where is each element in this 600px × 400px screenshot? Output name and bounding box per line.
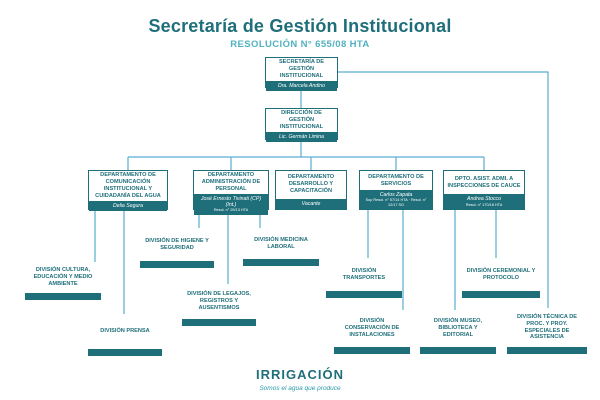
division-prensa: DIVISIÓN PRENSA [88,314,162,356]
division-name: DIVISIÓN TRANSPORTES [342,267,386,281]
division-name: DIVISIÓN DE HIGIENE Y SEGURIDAD [145,237,209,251]
department-person: José Ernesto Tivinati (CP) (Int.) Resol.… [194,193,268,215]
page-title: Secretaría de Gestión Institucional [148,16,452,36]
department-resolution: Resol. n° 29/13 HTA [213,208,249,213]
department-administracion: DEPARTAMENTO ADMINISTRACIÓN DE PERSONAL … [193,170,269,215]
department-servicios: DEPARTAMENTO DE SERVICIOS Carlos Zapata … [359,170,433,210]
department-name: DEPARTAMENTO DESARROLLO Y CAPACITACIÓN [287,174,335,195]
direccion-person: Lic. Germán Limina [266,131,337,143]
division-museo: DIVISIÓN MUSEO, BIBLIOTECA Y EDITORIAL [420,310,496,354]
department-resolution: Sup Resol. n° 57/14 HTA · Resol. n° 12/1… [365,198,427,207]
division-legajos: DIVISIÓN DE LEGAJOS, REGISTROS Y AUSENTI… [182,284,256,326]
department-person: Vacante [276,198,346,209]
page-subtitle: RESOLUCIÓN N° 655/08 HTA [230,39,370,50]
division-name: DIVISIÓN MEDICINA LABORAL [254,236,308,250]
department-person: Delia Segura [89,200,167,212]
division-transportes: DIVISIÓN TRANSPORTES [326,258,402,298]
division-name: DIVISIÓN CONSERVACIÓN DE INSTALACIONES [344,318,400,338]
division-medicina: DIVISIÓN MEDICINA LABORAL [243,228,319,266]
brand-name: IRRIGACIÓN [256,367,344,382]
division-name: DIVISIÓN CULTURA, EDUCACIÓN Y MEDIO AMBI… [33,267,93,287]
department-person-name: José Ernesto Tivinati (CP) (Int.) [200,195,262,209]
secretaria-person: Dra. Marcela Andino [266,80,337,92]
secretaria-name: SECRETARÍA DE GESTIÓN INSTITUCIONAL [278,59,325,79]
division-cultura: DIVISIÓN CULTURA, EDUCACIÓN Y MEDIO AMBI… [25,262,101,300]
department-resolution: Resol. n° 170/18 HTA [465,202,503,207]
department-person: Andrea Stocco Resol. n° 170/18 HTA [444,194,524,209]
division-name: DIVISIÓN DE LEGAJOS, REGISTROS Y AUSENTI… [187,291,251,311]
brand-slogan: Somos el agua que produce [259,385,341,392]
division-conservacion: DIVISIÓN CONSERVACIÓN DE INSTALACIONES [334,310,410,354]
division-ceremonial: DIVISIÓN CEREMONIAL Y PROTOCOLO [462,258,540,298]
department-name: DEPARTAMENTO DE COMUNICACIÓN INSTITUCION… [95,172,161,199]
department-person: Carlos Zapata Sup Resol. n° 57/14 HTA · … [360,190,432,209]
department-desarrollo: DEPARTAMENTO DESARROLLO Y CAPACITACIÓN V… [275,170,347,210]
division-name: DIVISIÓN CEREMONIAL Y PROTOCOLO [466,267,536,281]
direccion-box: DIRECCIÓN DE GESTIÓN INSTITUCIONAL Lic. … [265,108,338,143]
irrigacion-logo: IRRIGACIÓN Somos el agua que produce [0,366,600,392]
secretaria-box: SECRETARÍA DE GESTIÓN INSTITUCIONAL Dra.… [265,57,338,92]
division-higiene: DIVISIÓN DE HIGIENE Y SEGURIDAD [140,228,214,268]
department-asistencia: DPTO. ASIST. ADMI. A INSPECCIONES DE CAU… [443,170,525,210]
department-name: DPTO. ASIST. ADMI. A INSPECCIONES DE CAU… [447,175,521,189]
division-name: DIVISIÓN TÉCNICA DE PROC. Y PROY. ESPECI… [516,313,578,341]
division-name: DIVISIÓN PRENSA [100,328,150,334]
department-person-name: Carlos Zapata [379,192,413,199]
division-name: DIVISIÓN MUSEO, BIBLIOTECA Y EDITORIAL [433,318,483,338]
department-name: DEPARTAMENTO DE SERVICIOS [368,173,424,187]
department-comunicacion: DEPARTAMENTO DE COMUNICACIÓN INSTITUCION… [88,170,168,212]
direccion-name: DIRECCIÓN DE GESTIÓN INSTITUCIONAL [279,110,324,130]
division-tecnica: DIVISIÓN TÉCNICA DE PROC. Y PROY. ESPECI… [507,308,587,354]
department-person-name: Andrea Stocco [466,196,502,203]
department-name: DEPARTAMENTO ADMINISTRACIÓN DE PERSONAL [201,172,261,192]
